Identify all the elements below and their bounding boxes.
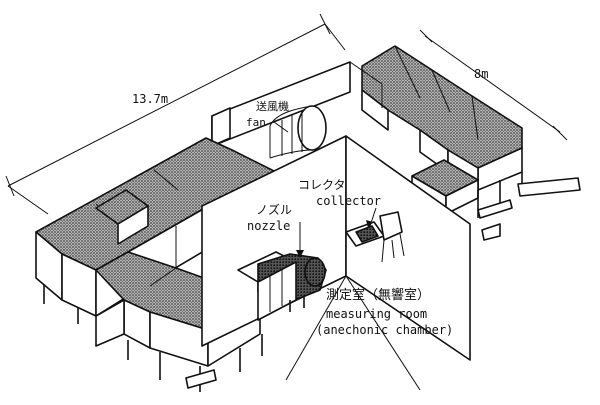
nozzle-label-jp: ノズル xyxy=(256,202,292,217)
length-dimension: 13.7m xyxy=(5,13,346,215)
collector-label-jp: コレクタ xyxy=(298,178,346,192)
length-label: 13.7m xyxy=(132,92,168,106)
room-label-en-1: measuring room xyxy=(326,307,427,321)
nozzle-assembly xyxy=(237,251,327,321)
fan-label-jp: 送風機 xyxy=(256,99,289,113)
collector xyxy=(345,211,405,263)
nozzle-label-group: ノズル nozzle xyxy=(247,202,304,258)
fan-duct: 送風機 fan xyxy=(211,61,383,159)
room-label-group: 測定室（無響室） measuring room (anechonic chamb… xyxy=(316,287,453,337)
right-duct-wing xyxy=(361,45,581,241)
room-label-en-2: (anechonic chamber) xyxy=(316,323,453,337)
fan-label-en: fan xyxy=(246,116,266,129)
width-label: 8m xyxy=(474,67,488,81)
collector-label-en: collector xyxy=(316,194,381,208)
width-dimension: 8m xyxy=(419,29,568,141)
collector-label-group: コレクタ collector xyxy=(298,178,381,228)
nozzle-label-en: nozzle xyxy=(247,219,290,233)
room-label-jp: 測定室（無響室） xyxy=(326,287,430,303)
